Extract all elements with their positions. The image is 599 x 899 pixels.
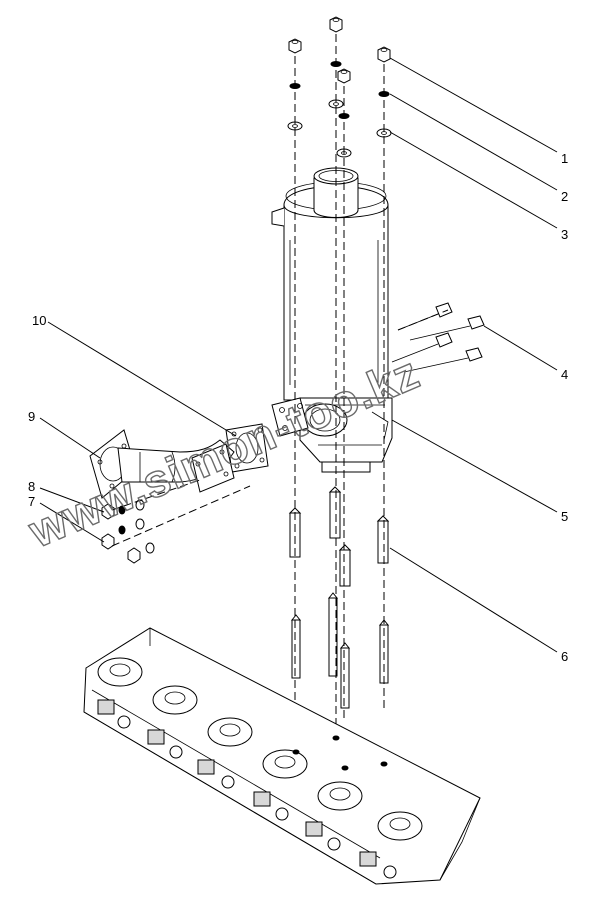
callout-5: 5 [561,509,568,524]
mounting-flange [271,397,393,473]
callout-4: 4 [561,367,568,382]
flat-washer-9 [145,542,155,554]
bolt-4 [403,347,483,373]
callout-6: 6 [561,649,568,664]
callout-8: 8 [28,479,35,494]
stud-d-upper [376,515,390,564]
stud-c-upper [338,544,352,587]
top-nut-d [377,46,391,63]
flat-washer-7 [135,518,145,530]
mounting-studs [288,486,390,709]
leader-1 [389,57,558,153]
callouts: 1 2 3 4 5 6 7 8 9 10 [28,151,568,664]
head-ports [97,699,397,879]
top-nut-c [337,68,351,84]
callout-2: 2 [561,189,568,204]
exhaust-elbow-pipe [89,429,235,499]
leader-4 [483,325,558,371]
leader-7 [39,502,105,543]
cylinder-head [83,627,481,885]
callout-10: 10 [32,313,46,328]
bolt-2 [391,332,453,363]
stud-c-lower [339,642,351,709]
leader-5 [391,419,558,513]
bolt-3 [409,315,485,341]
nut-8a [101,503,115,520]
top-nut-a [288,38,302,54]
leader-10 [47,321,237,437]
stud-b-lower [327,592,339,677]
lock-washer-8 [118,505,126,515]
bolt-1 [397,302,453,331]
head-stud-holes [292,735,388,771]
callout-3: 3 [561,227,568,242]
leader-3 [389,131,558,229]
leader-9 [39,417,101,459]
stud-a-lower [290,614,302,679]
top-fasteners [287,16,392,158]
leader-2 [389,93,558,191]
leader-8 [39,487,105,513]
lock-washer-7 [118,525,126,535]
left-nuts [101,479,251,564]
callout-7: 7 [28,494,35,509]
bolts [391,302,485,373]
stud-b-upper [328,486,342,539]
head-bosses [97,657,423,841]
leader-lines [39,57,558,653]
leader-6 [389,547,558,653]
top-nut-b [329,16,343,33]
assembly-centerlines [294,34,385,760]
nut-7b [127,547,141,564]
callout-9: 9 [28,409,35,424]
callout-1: 1 [561,151,568,166]
